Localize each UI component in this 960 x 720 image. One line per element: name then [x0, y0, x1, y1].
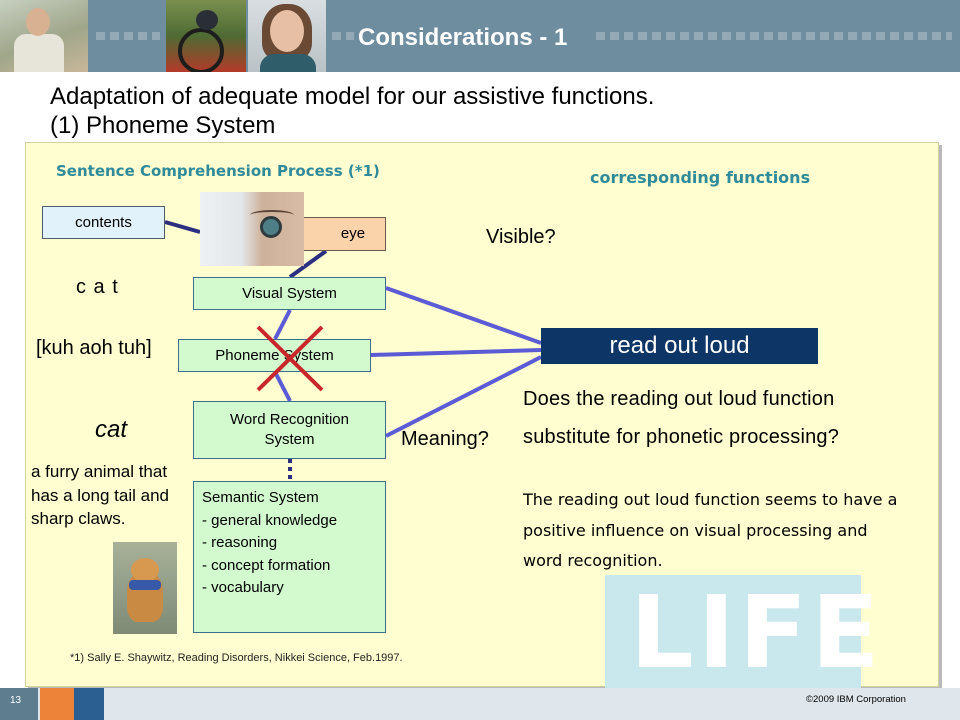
- functions-title: corresponding functions: [590, 168, 811, 187]
- word-recognition-line-2: System: [264, 431, 315, 448]
- photo-woman: [248, 0, 326, 72]
- copyright: ©2009 IBM Corporation: [806, 694, 906, 705]
- semantic-title: Semantic System: [202, 489, 319, 506]
- eye-box-label: eye: [340, 225, 366, 242]
- photo-wheelchair-racer: [166, 0, 246, 72]
- life-logo: [605, 575, 861, 694]
- process-title: Sentence Comprehension Process (*1): [56, 162, 380, 180]
- visual-system-box: Visual System: [193, 277, 386, 310]
- read-out-loud-button[interactable]: read out loud: [541, 328, 818, 364]
- slide-footer: [0, 688, 960, 720]
- header-dashes: [332, 32, 354, 40]
- page-number: 13: [10, 695, 22, 706]
- contents-box: contents: [42, 206, 165, 239]
- slide-header: Considerations - 1: [0, 0, 960, 72]
- semantic-system-box: Semantic System - general knowledge - re…: [193, 481, 386, 633]
- word-recognition-box: Word Recognition System: [193, 401, 386, 459]
- semantic-item: - vocabulary: [202, 579, 284, 596]
- eye-photo: [200, 192, 304, 266]
- semantic-item: - concept formation: [202, 556, 331, 574]
- subtitle-line-2: (1) Phoneme System: [50, 112, 276, 139]
- question-text: Does the reading out loud function subst…: [523, 388, 840, 448]
- subtitle-line-1: Adaptation of adequate model for our ass…: [50, 83, 655, 110]
- slide-title: Considerations - 1: [358, 24, 568, 51]
- footer-accent-blue: [74, 688, 104, 720]
- header-dashes: [96, 32, 160, 40]
- footer-accent-orange: [40, 688, 74, 720]
- label-visible: Visible?: [486, 226, 556, 248]
- label-pronunciation: [kuh aoh tuh]: [36, 337, 152, 359]
- eye-box: eye: [290, 217, 386, 251]
- answer-text: The reading out loud function seems to h…: [523, 490, 898, 570]
- footer-accent-gray: [0, 688, 38, 720]
- slide-subtitle: Adaptation of adequate model for our ass…: [50, 82, 654, 140]
- phoneme-system-box: Phoneme System: [178, 339, 371, 372]
- header-dashes: [596, 32, 952, 40]
- label-definition: a furry animal that has a long tail and …: [31, 462, 169, 528]
- semantic-item: - general knowledge: [202, 511, 338, 529]
- footnote: *1) Sally E. Shaywitz, Reading Disorders…: [70, 652, 403, 664]
- word-recognition-line-1: Word Recognition: [230, 411, 349, 428]
- label-cat-spaced: c a t: [76, 276, 119, 298]
- cat-photo: [113, 542, 177, 634]
- semantic-item: - reasoning: [202, 534, 278, 551]
- label-meaning: Meaning?: [401, 428, 489, 450]
- life-logo-text: LIFE: [630, 574, 884, 691]
- label-cat: cat: [95, 416, 128, 443]
- photo-older-man: [0, 0, 88, 72]
